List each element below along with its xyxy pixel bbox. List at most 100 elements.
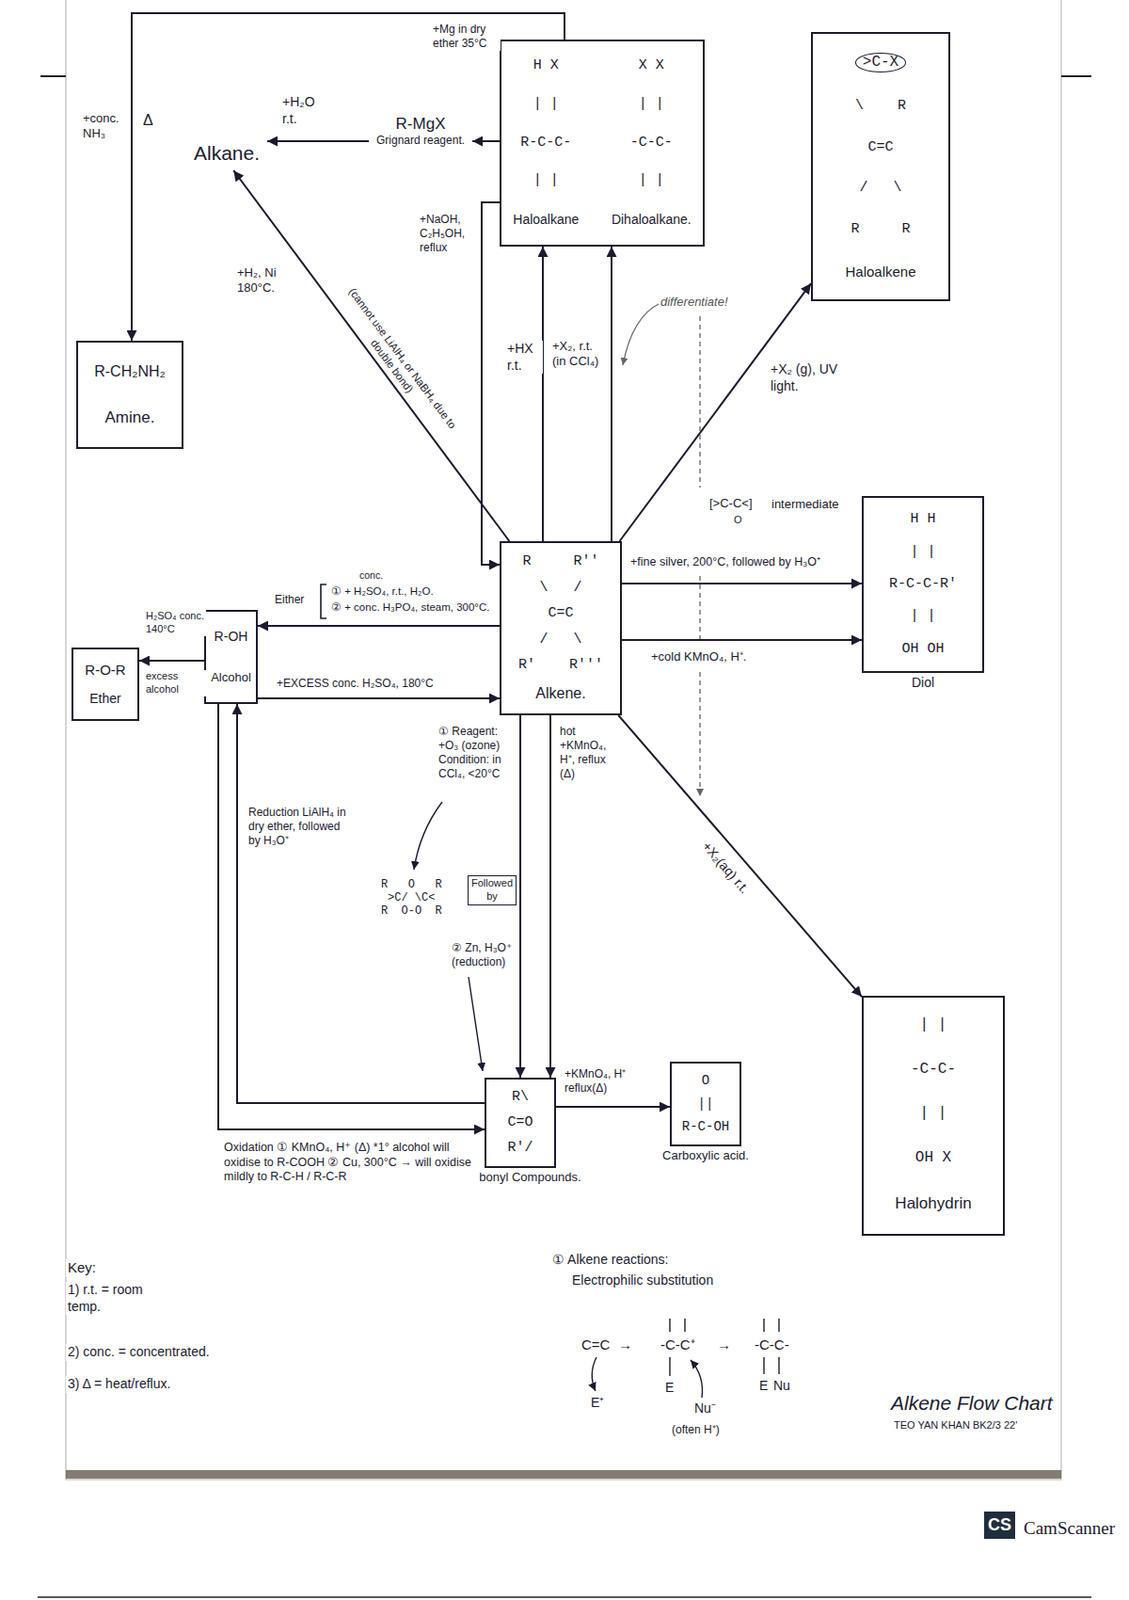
structural-formula: -C-C- [630,135,673,151]
rule-line [1061,75,1092,78]
reaction-condition: +EXCESS conc. H₂SO₄, 180°C [274,676,436,691]
leader-arrow [468,976,483,1071]
reaction-condition: +conc. NH₃ [80,111,130,143]
reaction-condition: Oxidation ① KMnO₄, H⁺ (Δ) *1° alcohol wi… [222,1140,480,1185]
reaction-condition: H₂SO₄ conc. 140°C [143,609,207,637]
mechanism-arrow [690,1359,703,1398]
reaction-condition: +X₂ (g), UV light. [768,361,858,395]
condition-text: conc. [357,569,385,582]
ozonide-formula: R O R [379,878,445,891]
leader-arrow [413,801,443,870]
compound-name: Alcohol [210,669,252,685]
intermediate-formula: O [731,513,745,527]
ozonide-formula: R O-O R [379,905,445,918]
structural-formula: OH X [915,1149,952,1166]
structural-formula: / \ [539,632,582,648]
structural-formula: | | [533,96,559,112]
reaction-arrow [481,202,500,565]
compound-label: Alkane. [186,135,268,171]
structural-formula: H X [533,58,559,74]
reaction-arrow [549,715,552,1078]
reaction-arrow [621,582,862,585]
note: Either [272,592,306,607]
compound-name: Haloalkene [844,263,916,281]
compound-name: Amine. [105,408,156,428]
structural-formula: H H [909,511,936,527]
compound-name: Carboxylic acid. [662,1147,749,1163]
mechanism-formula: -C-C- [752,1335,792,1354]
mechanism-arrow-text: → [616,1335,635,1354]
reaction-arrow [257,624,500,627]
structural-formula: -C-C- [910,1061,956,1078]
reaction-arrow [610,246,613,541]
compound-name: Diol [911,674,935,691]
structural-formula: R'/ [507,1140,533,1156]
reaction-condition: ① + H₂SO₄, r.t., H₂O. [329,584,436,598]
condition-text: ② Zn, H₃O⁺ (reduction) [449,940,520,970]
compound-name: R-O-R [84,661,126,679]
structural-formula: X X [638,58,665,74]
structural-formula: C=O [507,1114,533,1130]
reaction-condition: +X₂(aq) r.t. [697,836,754,898]
compound-name: R-MgX [396,114,446,134]
structural-formula: || [698,1097,715,1112]
compound-box: O||R-C-OHCarboxylic acid. [669,1061,742,1146]
structural-formula: OH OH [901,641,944,657]
reaction-arrow [541,246,544,541]
compound-label: R-MgXGrignard reagent. [368,109,473,154]
structural-formula: R R [850,222,910,238]
compound-box: R R''\ /C=C/ \R' R'''Alkene. [499,540,622,716]
structural-formula: R-C-C- [520,135,572,151]
condition-text: ② + conc. H₃PO₄, steam, 300°C. [329,600,492,614]
reaction-condition: Reduction LiAlH₄ in dry ether, followed … [246,805,350,848]
bond-line [683,1318,685,1332]
watermark-logo: CS [984,1510,1016,1539]
structural-formula: >C-X [855,52,907,73]
reaction-arrow [618,715,862,997]
rule-line [40,75,66,78]
compound-name: Dihaloalkane. [611,211,692,228]
compound-box: >C-X \ R C=C / \ R R Haloalkene [810,31,951,302]
mechanism-formula: E [663,1379,676,1397]
mechanism-formula: C=C [579,1335,612,1354]
compound-name: Grignard reagent. [376,133,465,147]
rule-line [37,1595,1092,1598]
condition-symbol: Δ [141,111,156,130]
reaction-condition: +NaOH, C₂H₅OH, reflux [417,212,480,255]
structural-formula: R-C-C-R' [889,576,957,592]
reaction-arrow [472,140,500,143]
condition-text: excess alcohol [143,669,207,697]
structural-formula: / \ [858,180,902,196]
bracket [320,584,327,619]
leader-arrow [622,302,661,366]
key-heading: Key: [65,1258,98,1277]
mechanism-formula: E [757,1377,770,1395]
structural-formula: | | [638,96,665,112]
note: ① Alkene reactions: [550,1251,671,1269]
structural-formula: | | [920,1017,948,1034]
structural-formula: C=C [867,140,893,156]
mechanism-formula: Nu⁻ [692,1399,718,1417]
mechanism-formula: Nu [771,1377,793,1395]
structural-formula: \ R [855,98,907,114]
structural-formula: C=C [547,605,573,621]
reaction-arrow [257,697,500,700]
structural-formula: | | [909,608,936,624]
intermediate-formula: [>C-C<] [707,495,755,511]
structural-formula: \ / [539,580,582,596]
bond-line [763,1318,764,1332]
leader-line [699,316,700,488]
compound-box: R\C=OR'/Carbonyl Compounds. [484,1077,557,1168]
note: Followed by [467,874,517,906]
structural-formula: | | [533,173,559,189]
compound-name: R-OH [214,628,249,645]
compound-name: Alkene. [535,683,586,702]
reaction-arrow [519,715,522,1078]
structural-formula: R\ [511,1089,529,1105]
leader-line [699,575,700,644]
compound-name: Ether [89,690,121,707]
note: (often H⁺) [669,1422,722,1437]
reaction-condition: +KMnO₄, H⁺ reflux(Δ) [562,1066,670,1096]
reaction-condition: +Mg in dry ether 35°C [430,22,501,51]
